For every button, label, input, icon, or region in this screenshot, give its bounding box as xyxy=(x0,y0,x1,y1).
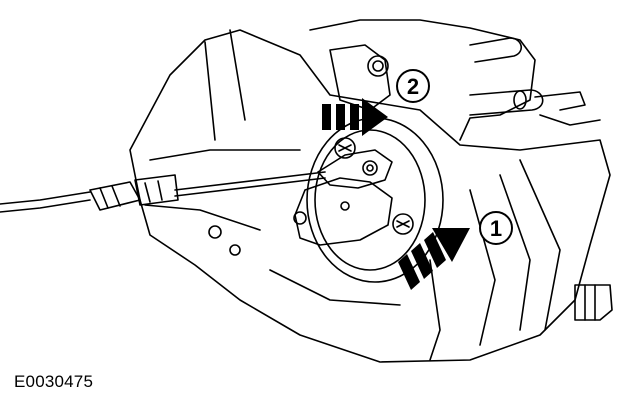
housing-rib xyxy=(229,29,246,121)
housing-rib xyxy=(519,159,561,331)
housing-rib xyxy=(499,174,531,331)
wiring xyxy=(534,91,586,111)
figure-code: E0030475 xyxy=(14,372,94,391)
side-bracket xyxy=(574,284,613,321)
pipe xyxy=(469,37,522,63)
cable-bracket xyxy=(144,180,163,203)
cable-lever xyxy=(317,149,393,189)
engine-bracket xyxy=(329,44,391,111)
bracket-bolt xyxy=(367,55,389,77)
callout-1: 1 xyxy=(479,211,513,245)
wiring xyxy=(539,114,601,126)
pipe xyxy=(469,89,544,116)
cable-adjuster xyxy=(89,181,141,211)
arrow-2 xyxy=(322,98,388,136)
callout-1-label: 1 xyxy=(490,216,502,241)
pipe-end xyxy=(513,90,527,110)
callout-2-label: 2 xyxy=(407,74,419,99)
arrow-1 xyxy=(398,228,470,290)
housing-boss xyxy=(208,225,222,239)
cable-sheath xyxy=(0,191,91,213)
selector-cable xyxy=(174,171,326,191)
cable-lever-pin-inner xyxy=(366,164,374,172)
selector-lever xyxy=(294,177,393,246)
fixing-bolt-head xyxy=(338,144,352,152)
lever-pivot xyxy=(293,211,307,225)
callout-2: 2 xyxy=(396,69,430,103)
engine-block xyxy=(309,19,536,141)
lever-hole xyxy=(340,201,350,211)
fixing-bolt-head xyxy=(396,220,410,228)
housing-boss xyxy=(229,244,241,256)
housing-rib xyxy=(429,259,441,361)
cable-lever-pin xyxy=(362,160,378,176)
housing-outline xyxy=(129,29,611,363)
bracket-bolt xyxy=(372,60,384,72)
housing-rib xyxy=(144,204,261,231)
fixing-bolt xyxy=(334,137,356,159)
cable-bracket xyxy=(134,174,179,206)
selector-cable xyxy=(174,177,326,197)
cable-adjuster xyxy=(99,185,121,209)
housing-rib xyxy=(204,41,216,141)
housing-rib xyxy=(149,149,301,161)
fixing-bolt xyxy=(392,213,414,235)
housing-rib xyxy=(469,189,496,346)
housing-detail xyxy=(269,269,401,306)
